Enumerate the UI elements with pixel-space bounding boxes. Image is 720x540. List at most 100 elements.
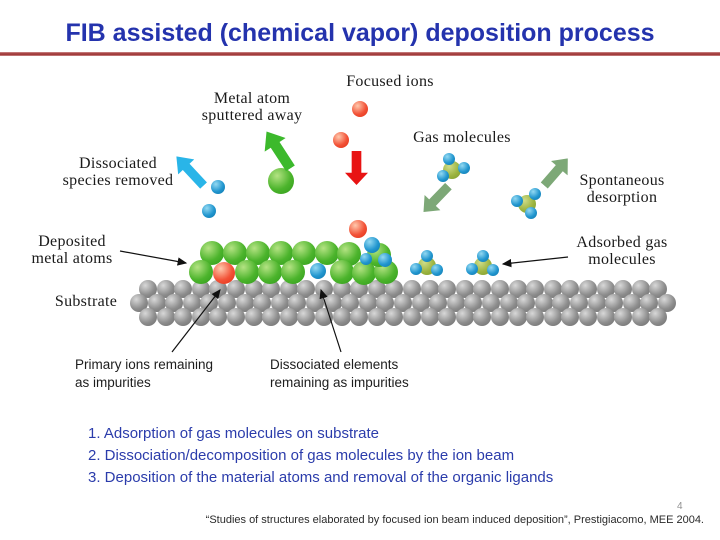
page-number: 4 xyxy=(677,501,683,512)
metal-atom xyxy=(258,260,282,284)
substrate-atom xyxy=(526,280,545,298)
substrate-atom xyxy=(429,294,448,312)
substrate-atom xyxy=(455,280,474,298)
substrate-atom xyxy=(227,280,245,298)
substrate-atom xyxy=(473,308,492,326)
substrate-atom xyxy=(156,280,175,298)
substrate-atom xyxy=(297,280,316,298)
metal-atom xyxy=(268,168,294,194)
substrate-atom xyxy=(367,308,386,326)
gas-molecule-ligand xyxy=(437,170,449,182)
metal-atom xyxy=(235,260,259,284)
title-rule xyxy=(0,52,720,56)
substrate-atom xyxy=(552,294,571,312)
step-2: 2. Dissociation/decomposition of gas mol… xyxy=(88,447,515,464)
label-spontaneous-desorption: Spontaneous desorption xyxy=(579,172,665,206)
substrate-atom xyxy=(315,308,333,326)
process-steps: 1. Adsorption of gas molecules on substr… xyxy=(88,423,553,489)
substrate-atom xyxy=(649,280,668,298)
desorption-arrow-icon xyxy=(536,151,576,193)
substrate-atom xyxy=(605,294,624,312)
adsorbed-pointer xyxy=(501,256,569,268)
substrate-atom xyxy=(139,280,157,298)
substrate-atom xyxy=(622,294,641,312)
gas-molecule-ligand xyxy=(525,207,537,219)
substrate-atom xyxy=(253,294,272,312)
gas-adsorption-arrow-icon xyxy=(416,178,457,219)
ion-atom xyxy=(213,262,235,284)
substrate-atom xyxy=(403,308,421,326)
substrate-atom xyxy=(526,308,545,326)
dissociated-species-arrow-icon xyxy=(168,149,211,193)
substrate-atom xyxy=(209,308,228,326)
substrate-atom xyxy=(446,294,465,312)
substrate-atom xyxy=(543,308,562,326)
substrate-atom xyxy=(411,294,430,312)
substrate-atom xyxy=(191,308,210,326)
gas-molecule-ligand xyxy=(529,188,541,200)
note-primary-ions-impurities: Primary ions remaining as impurities xyxy=(75,357,214,390)
substrate-atom xyxy=(288,294,307,312)
ion-beam-arrow-icon xyxy=(345,151,368,185)
substrate-atom xyxy=(614,308,633,326)
substrate-atom xyxy=(420,280,439,298)
gas-molecule-ligand xyxy=(410,263,422,275)
substrate-atom xyxy=(244,308,263,326)
substrate-atom xyxy=(499,294,518,312)
substrate-atom xyxy=(570,294,588,312)
gas-molecule-ligand xyxy=(458,162,470,174)
substrate-atom xyxy=(174,308,193,326)
substrate-atom xyxy=(491,308,509,326)
substrate-atom xyxy=(482,294,500,312)
substrate-atom xyxy=(508,280,527,298)
dissociated-atom xyxy=(310,263,326,279)
note-dissociated-elements-impurities: Dissociated elements remaining as impuri… xyxy=(270,357,409,390)
substrate-atom xyxy=(403,280,421,298)
label-dissociated-species: Dissociated species removed xyxy=(62,155,174,189)
substrate-atom xyxy=(332,308,351,326)
substrate-atom xyxy=(543,280,562,298)
metal-atom xyxy=(330,260,354,284)
ion-atom xyxy=(333,132,349,148)
substrate-atom xyxy=(508,308,527,326)
substrate-atom xyxy=(614,280,633,298)
substrate-atom xyxy=(438,308,457,326)
substrate-atom xyxy=(658,294,676,312)
substrate-atom xyxy=(491,280,509,298)
substrate-atom xyxy=(561,308,580,326)
gas-molecule-ligand xyxy=(443,153,455,165)
substrate-atom xyxy=(385,308,404,326)
substrate-atom xyxy=(385,280,404,298)
substrate-atom xyxy=(579,308,597,326)
substrate-atom xyxy=(341,294,360,312)
substrate-atom xyxy=(297,308,316,326)
substrate-atom xyxy=(244,280,263,298)
substrate-atom xyxy=(218,294,236,312)
substrate-atom xyxy=(306,294,324,312)
ion-atom xyxy=(349,220,367,238)
substrate-atom xyxy=(640,294,659,312)
dissociated-atom xyxy=(378,253,392,267)
substrate-atom xyxy=(438,280,457,298)
label-focused-ions: Focused ions xyxy=(346,73,434,90)
substrate-atom xyxy=(464,294,483,312)
substrate-atom xyxy=(279,280,298,298)
dissociated-atom xyxy=(211,180,225,194)
substrate-atom xyxy=(473,280,492,298)
substrate-atom xyxy=(631,280,650,298)
ion-atom xyxy=(352,101,368,117)
metal-atom xyxy=(281,260,305,284)
substrate-atom xyxy=(649,308,668,326)
substrate-atom xyxy=(227,308,245,326)
substrate-atom xyxy=(262,308,281,326)
citation: “Studies of structures elaborated by foc… xyxy=(205,514,704,526)
substrate-atom xyxy=(394,294,412,312)
substrate-atom xyxy=(420,308,439,326)
label-adsorbed-gas-molecules: Adsorbed gas molecules xyxy=(576,234,668,268)
substrate-atom xyxy=(631,308,650,326)
substrate-atom xyxy=(270,294,289,312)
metal-atom xyxy=(189,260,213,284)
substrate-atom xyxy=(279,308,298,326)
substrate-atom xyxy=(139,308,157,326)
